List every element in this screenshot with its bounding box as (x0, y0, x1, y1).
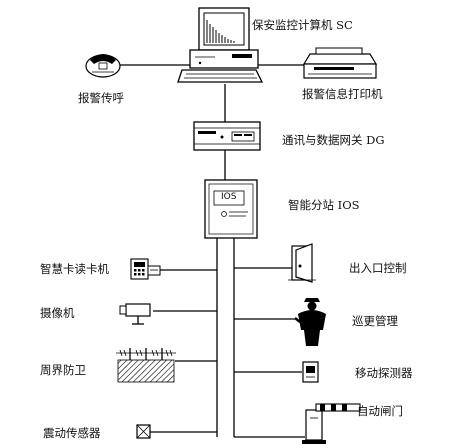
perimeter-label: 周界防卫 (40, 363, 86, 377)
substation-label: 智能分站 IOS (288, 198, 360, 212)
door-icon (288, 243, 316, 283)
substation-box-label: IOS (221, 192, 237, 202)
printer-icon (302, 47, 378, 79)
perimeter-fence-icon (116, 348, 176, 383)
auto-gate-label: 自动闸门 (357, 404, 403, 418)
guard-icon (294, 298, 326, 346)
telephone-icon (85, 54, 121, 78)
alarm-pager-label: 报警传呼 (78, 91, 124, 105)
alarm-printer-label: 报警信息打印机 (302, 87, 383, 101)
camera-label: 摄像机 (40, 306, 75, 320)
gateway-label: 通讯与数据网关 DG (282, 133, 385, 147)
computer-label: 保安监控计算机 SC (252, 18, 353, 32)
camera-icon (119, 303, 151, 325)
computer-icon (177, 7, 264, 83)
motion-detector-label: 移动探测器 (355, 366, 413, 380)
patrol-label: 巡更管理 (352, 314, 398, 328)
access-control-label: 出入口控制 (349, 261, 407, 275)
gate-barrier-icon (302, 403, 361, 444)
vibration-sensor-icon (136, 424, 151, 439)
card-reader-icon (130, 258, 161, 280)
card-reader-label: 智慧卡读卡机 (40, 262, 109, 276)
gateway-device-icon (193, 121, 261, 151)
motion-detector-icon (302, 361, 319, 383)
substation-cabinet-icon (204, 179, 258, 239)
vibration-sensor-label: 震动传感器 (43, 426, 101, 440)
